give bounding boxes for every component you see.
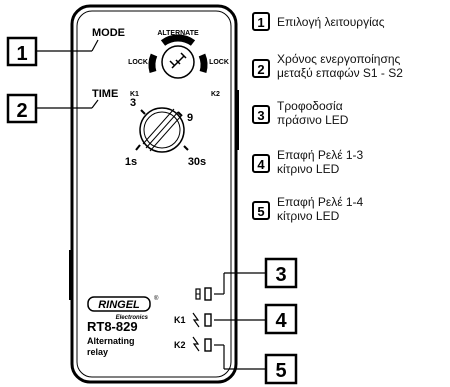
callout-5: 5: [214, 344, 298, 385]
alternate-label: ALTERNATE: [157, 30, 199, 37]
legend-text-2: Χρόνος ενεργοποίησης μεταξύ επαφών S1 - …: [277, 52, 403, 80]
svg-text:5: 5: [275, 360, 286, 382]
legend-number-5: 5: [252, 201, 270, 220]
mode-selector-knob[interactable]: [148, 34, 208, 79]
svg-text:3: 3: [257, 108, 264, 123]
k2-led: [204, 338, 212, 352]
power-led: [204, 287, 212, 301]
mode-label: MODE: [92, 27, 125, 39]
svg-text:1: 1: [257, 15, 264, 30]
lock-left-label: LOCK: [128, 59, 148, 66]
device-inner-border: [76, 10, 232, 378]
k2-label: K2: [211, 91, 220, 98]
legend-number-1: 1: [252, 12, 270, 31]
time-dial-knob[interactable]: [135, 107, 189, 153]
relay-type-line2: relay: [87, 347, 108, 357]
dial-mark-30s: 30s: [188, 156, 206, 168]
relay-type-line1: Alternating: [87, 336, 135, 346]
lock-right-label: LOCK: [209, 59, 229, 66]
led-k2-label: K2: [174, 340, 186, 350]
svg-text:RINGEL: RINGEL: [98, 299, 140, 311]
legend-text-3: Τροφοδοσία πράσινο LED: [277, 99, 349, 127]
legend-text-1: Επιλογή λειτουργίας: [277, 15, 385, 29]
svg-text:4: 4: [257, 157, 265, 172]
legend-text-4: Επαφή Ρελέ 1-3 κίτρινο LED: [277, 148, 364, 176]
k1-relay-symbol-icon: [192, 312, 200, 328]
dial-mark-3: 3: [130, 97, 136, 109]
k1-label: K1: [130, 91, 139, 98]
svg-text:2: 2: [257, 62, 264, 77]
power-led-row: [195, 287, 212, 301]
svg-text:1: 1: [16, 43, 27, 65]
svg-text:4: 4: [275, 310, 287, 332]
callout-4: 4: [214, 303, 298, 335]
legend-text-5: Επαφή Ρελέ 1-4 κίτρινο LED: [277, 195, 364, 223]
k2-relay-symbol-icon: [192, 336, 200, 352]
callout-2: 2: [6, 93, 99, 124]
legend-number-2: 2: [252, 59, 270, 78]
ringel-logo: RINGEL ® Electronics: [87, 295, 159, 321]
legend-number-3: 3: [252, 105, 270, 124]
k2-led-row: K2: [174, 336, 212, 352]
callout-3: 3: [214, 257, 298, 295]
svg-text:®: ®: [154, 295, 159, 302]
device-body: [70, 4, 238, 384]
legend-number-4: 4: [252, 154, 270, 173]
time-label: TIME: [92, 88, 118, 100]
svg-text:Electronics: Electronics: [116, 315, 149, 321]
dial-mark-9: 9: [187, 112, 193, 124]
svg-text:5: 5: [257, 204, 264, 219]
svg-text:3: 3: [275, 264, 286, 286]
callout-1: 1: [6, 36, 99, 67]
led-k1-label: K1: [174, 315, 186, 325]
svg-text:2: 2: [16, 100, 27, 122]
model-name: RT8-829: [87, 319, 138, 334]
k1-led-row: K1: [174, 312, 212, 328]
dial-mark-1s: 1s: [125, 156, 137, 168]
k1-led: [204, 313, 212, 327]
